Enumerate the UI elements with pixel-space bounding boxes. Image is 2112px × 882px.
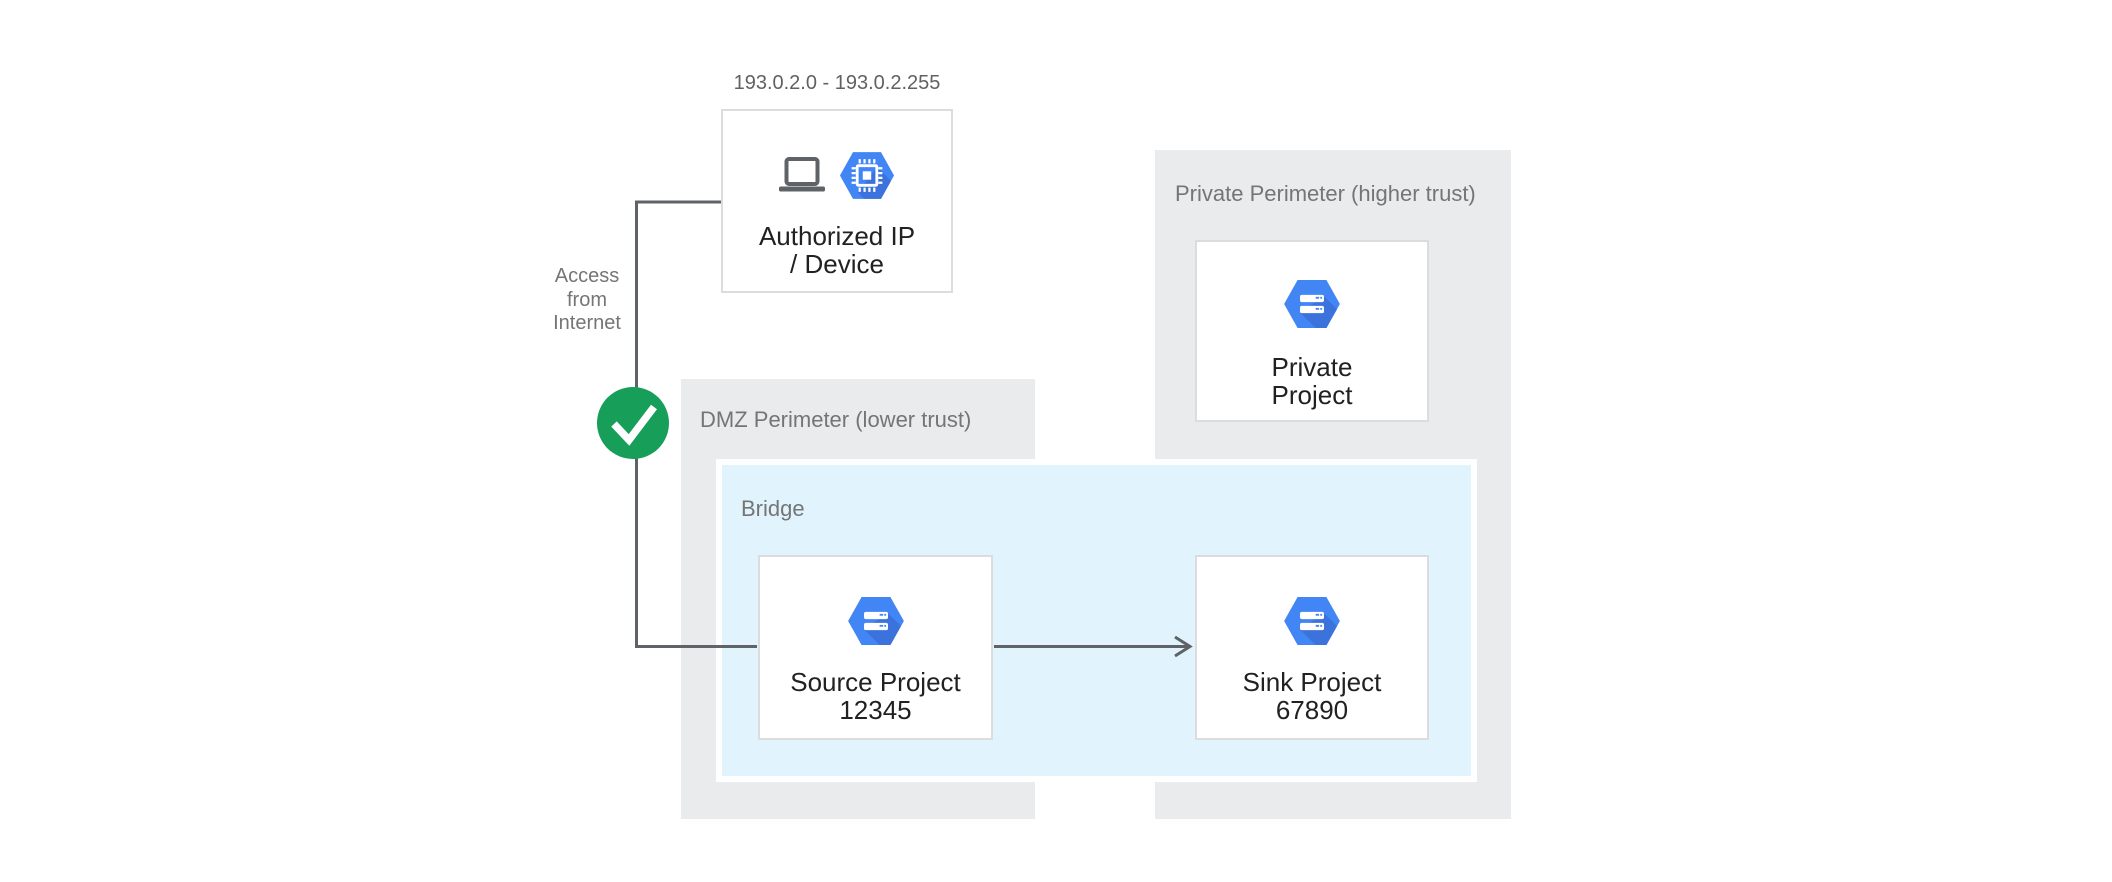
source-node-title: Source Project 12345 (760, 668, 991, 724)
access-label-line2: from (567, 288, 607, 311)
check-icon (611, 404, 657, 446)
private-node-icons (1197, 278, 1427, 330)
laptop-icon (779, 157, 825, 192)
access-label-line3: Internet (553, 312, 621, 334)
authorized-title-line2: / Device (790, 249, 884, 279)
source-node-icons (760, 595, 991, 647)
sink-node-icons (1197, 595, 1427, 647)
private-project-node: Private Project (1195, 240, 1429, 422)
private-node-title: Private Project (1197, 353, 1427, 409)
project-hexagon-icon (1284, 279, 1340, 329)
authorized-node-icons (723, 149, 951, 201)
private-perimeter-label: Private Perimeter (higher trust) (1175, 181, 1476, 206)
project-hexagon-icon (847, 596, 904, 646)
private-title-line2: Project (1271, 380, 1353, 410)
access-from-internet-label: Access from Internet (517, 265, 657, 336)
authorized-node-title: Authorized IP / Device (723, 222, 951, 278)
compute-engine-hexagon-icon (839, 151, 895, 199)
sink-project-node: Sink Project 67890 (1195, 555, 1429, 740)
private-title-line1: Private (1271, 352, 1353, 382)
authorized-ip-device-node: Authorized IP / Device (721, 109, 953, 293)
dmz-perimeter-label: DMZ Perimeter (lower trust) (700, 407, 972, 432)
check-circle (597, 387, 669, 459)
sink-title-line1: Sink Project (1242, 667, 1382, 697)
source-project-node: Source Project 12345 (758, 555, 993, 740)
sink-node-title: Sink Project 67890 (1197, 668, 1427, 724)
source-title-line1: Source Project (790, 667, 961, 697)
project-hexagon-icon (1284, 596, 1340, 646)
ip-range-label: 193.0.2.0 - 193.0.2.255 (733, 72, 941, 94)
bridge-label: Bridge (741, 496, 805, 521)
access-label-line1: Access (554, 265, 620, 287)
authorized-title-line1: Authorized IP (758, 221, 916, 251)
source-title-line2: 12345 (839, 695, 912, 725)
sink-title-line2: 67890 (1275, 695, 1349, 725)
